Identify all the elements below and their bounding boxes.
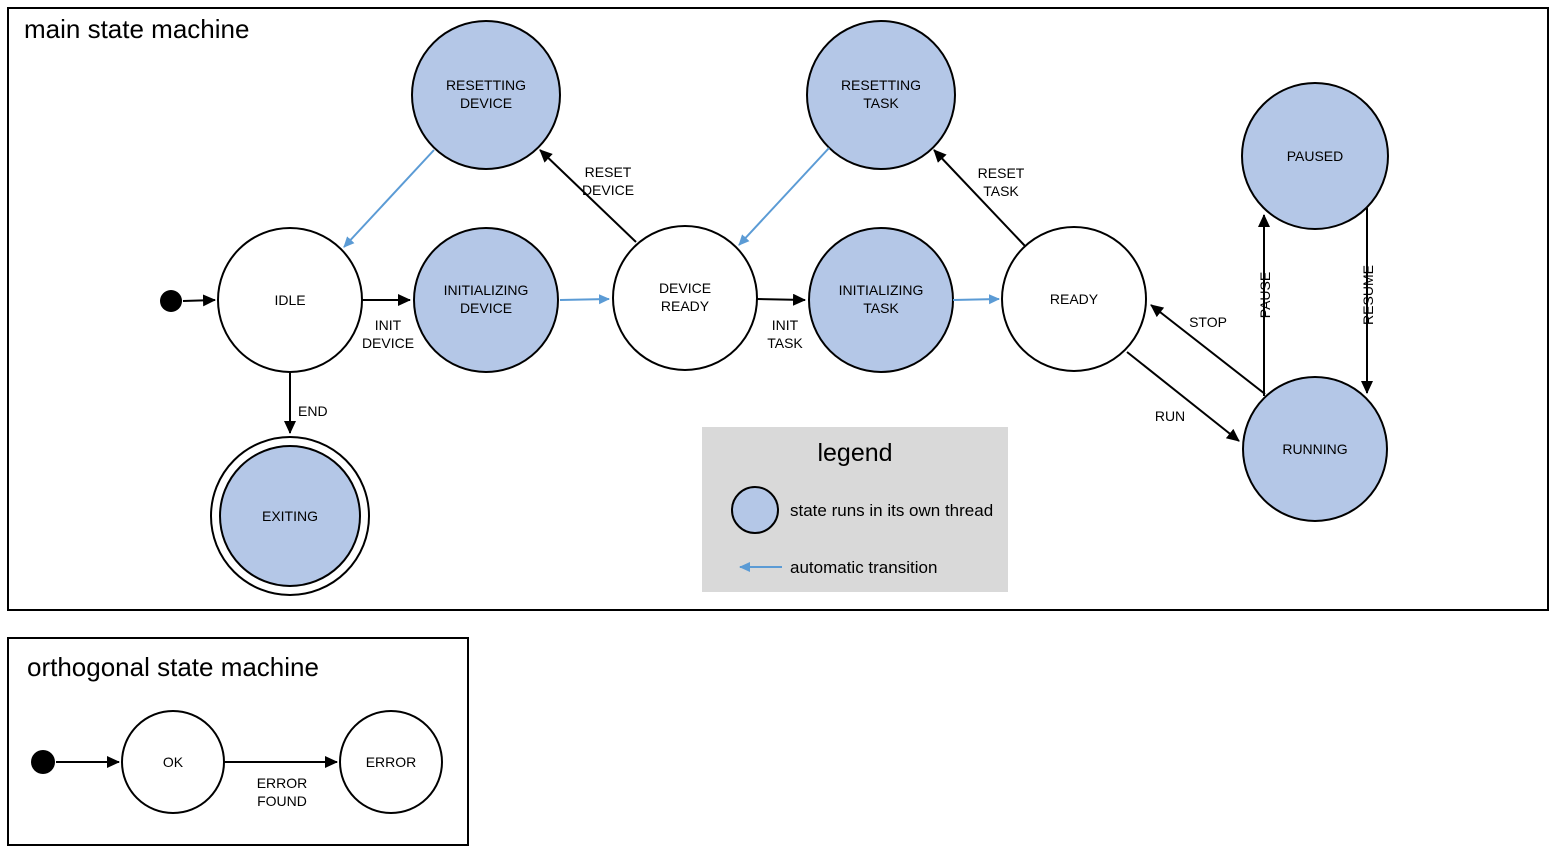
state-circle — [339, 710, 443, 814]
state-ok: OK — [121, 710, 225, 814]
state-label: PAUSED — [1287, 148, 1344, 164]
transition-end: END — [284, 373, 328, 434]
transition-label: TASK — [983, 183, 1019, 199]
state-circle — [1241, 82, 1389, 230]
state-circle — [1242, 376, 1388, 522]
state-circle — [612, 225, 758, 371]
state-label: READY — [1050, 291, 1099, 307]
transition-error-found: ERROR FOUND — [224, 756, 338, 809]
state-label: DEVICE — [460, 95, 512, 111]
main-panel-border — [7, 7, 1549, 611]
state-label: EXITING — [262, 508, 318, 524]
state-resetting-device: RESETTING DEVICE — [411, 20, 561, 170]
transition-arrow — [756, 293, 806, 306]
transition-label: ERROR — [257, 775, 308, 791]
legend-thread-label: state runs in its own thread — [790, 501, 993, 520]
state-circle — [411, 20, 561, 170]
orthogonal-panel-border — [7, 637, 469, 846]
state-device-ready: DEVICE READY — [612, 225, 758, 371]
transition-label: INIT — [772, 317, 799, 333]
automatic-transition-arrow — [738, 147, 830, 246]
state-label: RUNNING — [1282, 441, 1347, 457]
legend-thread-state-icon — [731, 486, 779, 534]
state-ready: READY — [1001, 226, 1147, 372]
automatic-transition-arrow — [952, 294, 1000, 305]
state-label: OK — [163, 754, 184, 770]
transition-reset-device: RESET DEVICE — [539, 149, 637, 243]
state-label: TASK — [863, 300, 899, 316]
initial-state-dot — [31, 750, 55, 774]
transition-arrow — [1150, 304, 1266, 395]
state-resetting-task: RESETTING TASK — [806, 20, 956, 170]
transition-auto-resetting-device-to-idle — [343, 149, 435, 248]
transition-pause: PAUSE — [1257, 214, 1273, 396]
state-error: ERROR — [339, 710, 443, 814]
state-initializing-task: INITIALIZING TASK — [808, 227, 954, 373]
transition-label: PAUSE — [1257, 272, 1273, 318]
transition-label: DEVICE — [582, 182, 634, 198]
transition-label: STOP — [1189, 314, 1227, 330]
state-idle: IDLE — [217, 227, 363, 373]
state-circle — [806, 20, 956, 170]
state-label: INITIALIZING — [839, 282, 924, 298]
transition-run: RUN — [1126, 351, 1240, 442]
transition-initial-to-idle-arrow — [182, 294, 216, 307]
state-running: RUNNING — [1242, 376, 1388, 522]
state-label: RESETTING — [841, 77, 921, 93]
transition-label: INIT — [375, 317, 402, 333]
state-exiting-final: EXITING — [210, 436, 370, 596]
initial-state-dot — [160, 290, 182, 312]
state-label: TASK — [863, 95, 899, 111]
state-label: IDLE — [274, 292, 305, 308]
transition-resume: RESUME — [1360, 208, 1376, 394]
state-circle — [413, 227, 559, 373]
transition-init-task: INIT TASK — [756, 293, 806, 351]
transition-auto-initializing-task-to-ready — [952, 294, 1000, 305]
state-label: RESETTING — [446, 77, 526, 93]
state-label: DEVICE — [460, 300, 512, 316]
main-panel-title: main state machine — [24, 14, 249, 44]
transition-arrow — [1126, 351, 1240, 442]
state-paused: PAUSED — [1241, 82, 1389, 230]
orthogonal-state-machine-panel: orthogonal state machine OK ERROR FOUND … — [7, 637, 469, 846]
transition-label: RESET — [585, 164, 632, 180]
transition-label: RESET — [978, 165, 1025, 181]
transition-label: DEVICE — [362, 335, 414, 351]
transition-label: END — [298, 403, 328, 419]
legend-title: legend — [817, 439, 892, 467]
transition-init-device: INIT DEVICE — [362, 294, 414, 351]
state-initializing-device: INITIALIZING DEVICE — [413, 227, 559, 373]
legend-automatic-label: automatic transition — [790, 558, 937, 577]
transition-label: TASK — [767, 335, 803, 351]
transition-auto-resetting-task-to-device-ready — [738, 147, 830, 246]
legend-panel: legend state runs in its own thread auto… — [702, 427, 1008, 592]
state-circle — [1001, 226, 1147, 372]
orthogonal-panel-title: orthogonal state machine — [27, 652, 319, 682]
state-label: DEVICE — [659, 280, 711, 296]
transition-arrow — [539, 149, 637, 243]
state-label: READY — [661, 298, 710, 314]
transition-auto-initializing-device-to-device-ready — [559, 294, 610, 305]
transition-arrow — [933, 149, 1026, 247]
automatic-transition-arrow — [559, 294, 610, 305]
state-circle — [219, 445, 361, 587]
transition-label: RESUME — [1360, 265, 1376, 325]
transition-label: FOUND — [257, 793, 307, 809]
transition-label: RUN — [1155, 408, 1185, 424]
transition-reset-task: RESET TASK — [933, 149, 1026, 247]
state-label: ERROR — [366, 754, 417, 770]
transition-stop: STOP — [1150, 304, 1266, 395]
automatic-transition-arrow — [343, 149, 435, 248]
main-state-machine-panel: main state machine IDLE RESETTING DEVICE… — [7, 7, 1549, 611]
state-label: INITIALIZING — [444, 282, 529, 298]
